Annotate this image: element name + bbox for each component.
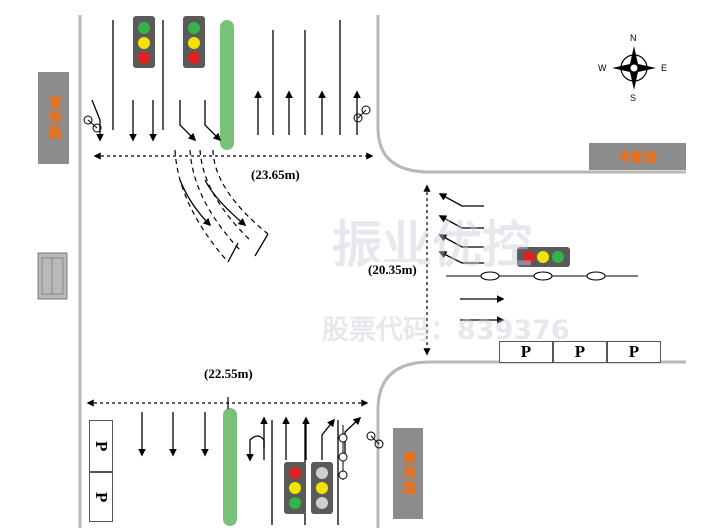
compass-north-label: N [630, 33, 637, 43]
east-width-label: (20.35m) [367, 262, 418, 278]
parking-sign-southwest-1: P [89, 420, 113, 472]
road-label-qingxiu-south: 青秀路 [393, 428, 423, 519]
north-east-road-edge [376, 15, 686, 174]
parking-sign-east-1: P [499, 341, 553, 363]
north-signal-head-2 [183, 16, 205, 68]
south-median [223, 408, 237, 526]
south-northbound-arrows [246, 416, 362, 462]
north-width-label: (23.65m) [250, 167, 301, 183]
north-southbound-arrows [91, 99, 222, 142]
south-east-road-edge [376, 360, 686, 528]
compass-west-label: W [598, 63, 607, 73]
road-label-zhongxin: 中新路 [589, 143, 686, 170]
compass-south-label: S [630, 93, 637, 103]
south-width-label: (22.55m) [203, 366, 254, 382]
east-eastbound-arrows [460, 295, 505, 324]
north-signal-head-1 [133, 16, 155, 68]
south-southbound-arrows [138, 412, 209, 457]
south-signal-pole [338, 425, 348, 480]
parking-sign-east-3: P [607, 341, 661, 363]
road-label-qingxiu-north: 青秀路 [38, 72, 69, 164]
north-lane-lines [112, 20, 341, 135]
east-signal-head [517, 247, 570, 267]
south-width-dimension-line [86, 397, 369, 409]
north-median [220, 20, 234, 150]
parking-sign-east-2: P [553, 341, 607, 363]
east-stop-line [446, 271, 638, 281]
bicycle-icon [353, 105, 371, 123]
compass-rose-icon [612, 46, 656, 90]
compass-east-label: E [661, 63, 668, 73]
parking-sign-southwest-2: P [89, 472, 113, 522]
bicycle-icon [83, 115, 102, 133]
bicycle-icon [366, 431, 384, 449]
road-edges [78, 15, 686, 528]
south-signal-head-1 [284, 462, 306, 514]
north-northbound-arrows [254, 90, 361, 135]
signal-controller-cabinet-icon [37, 252, 68, 300]
left-turn-arrows [179, 179, 269, 263]
south-signal-head-2 [311, 462, 333, 514]
east-westbound-arrows [438, 193, 484, 264]
